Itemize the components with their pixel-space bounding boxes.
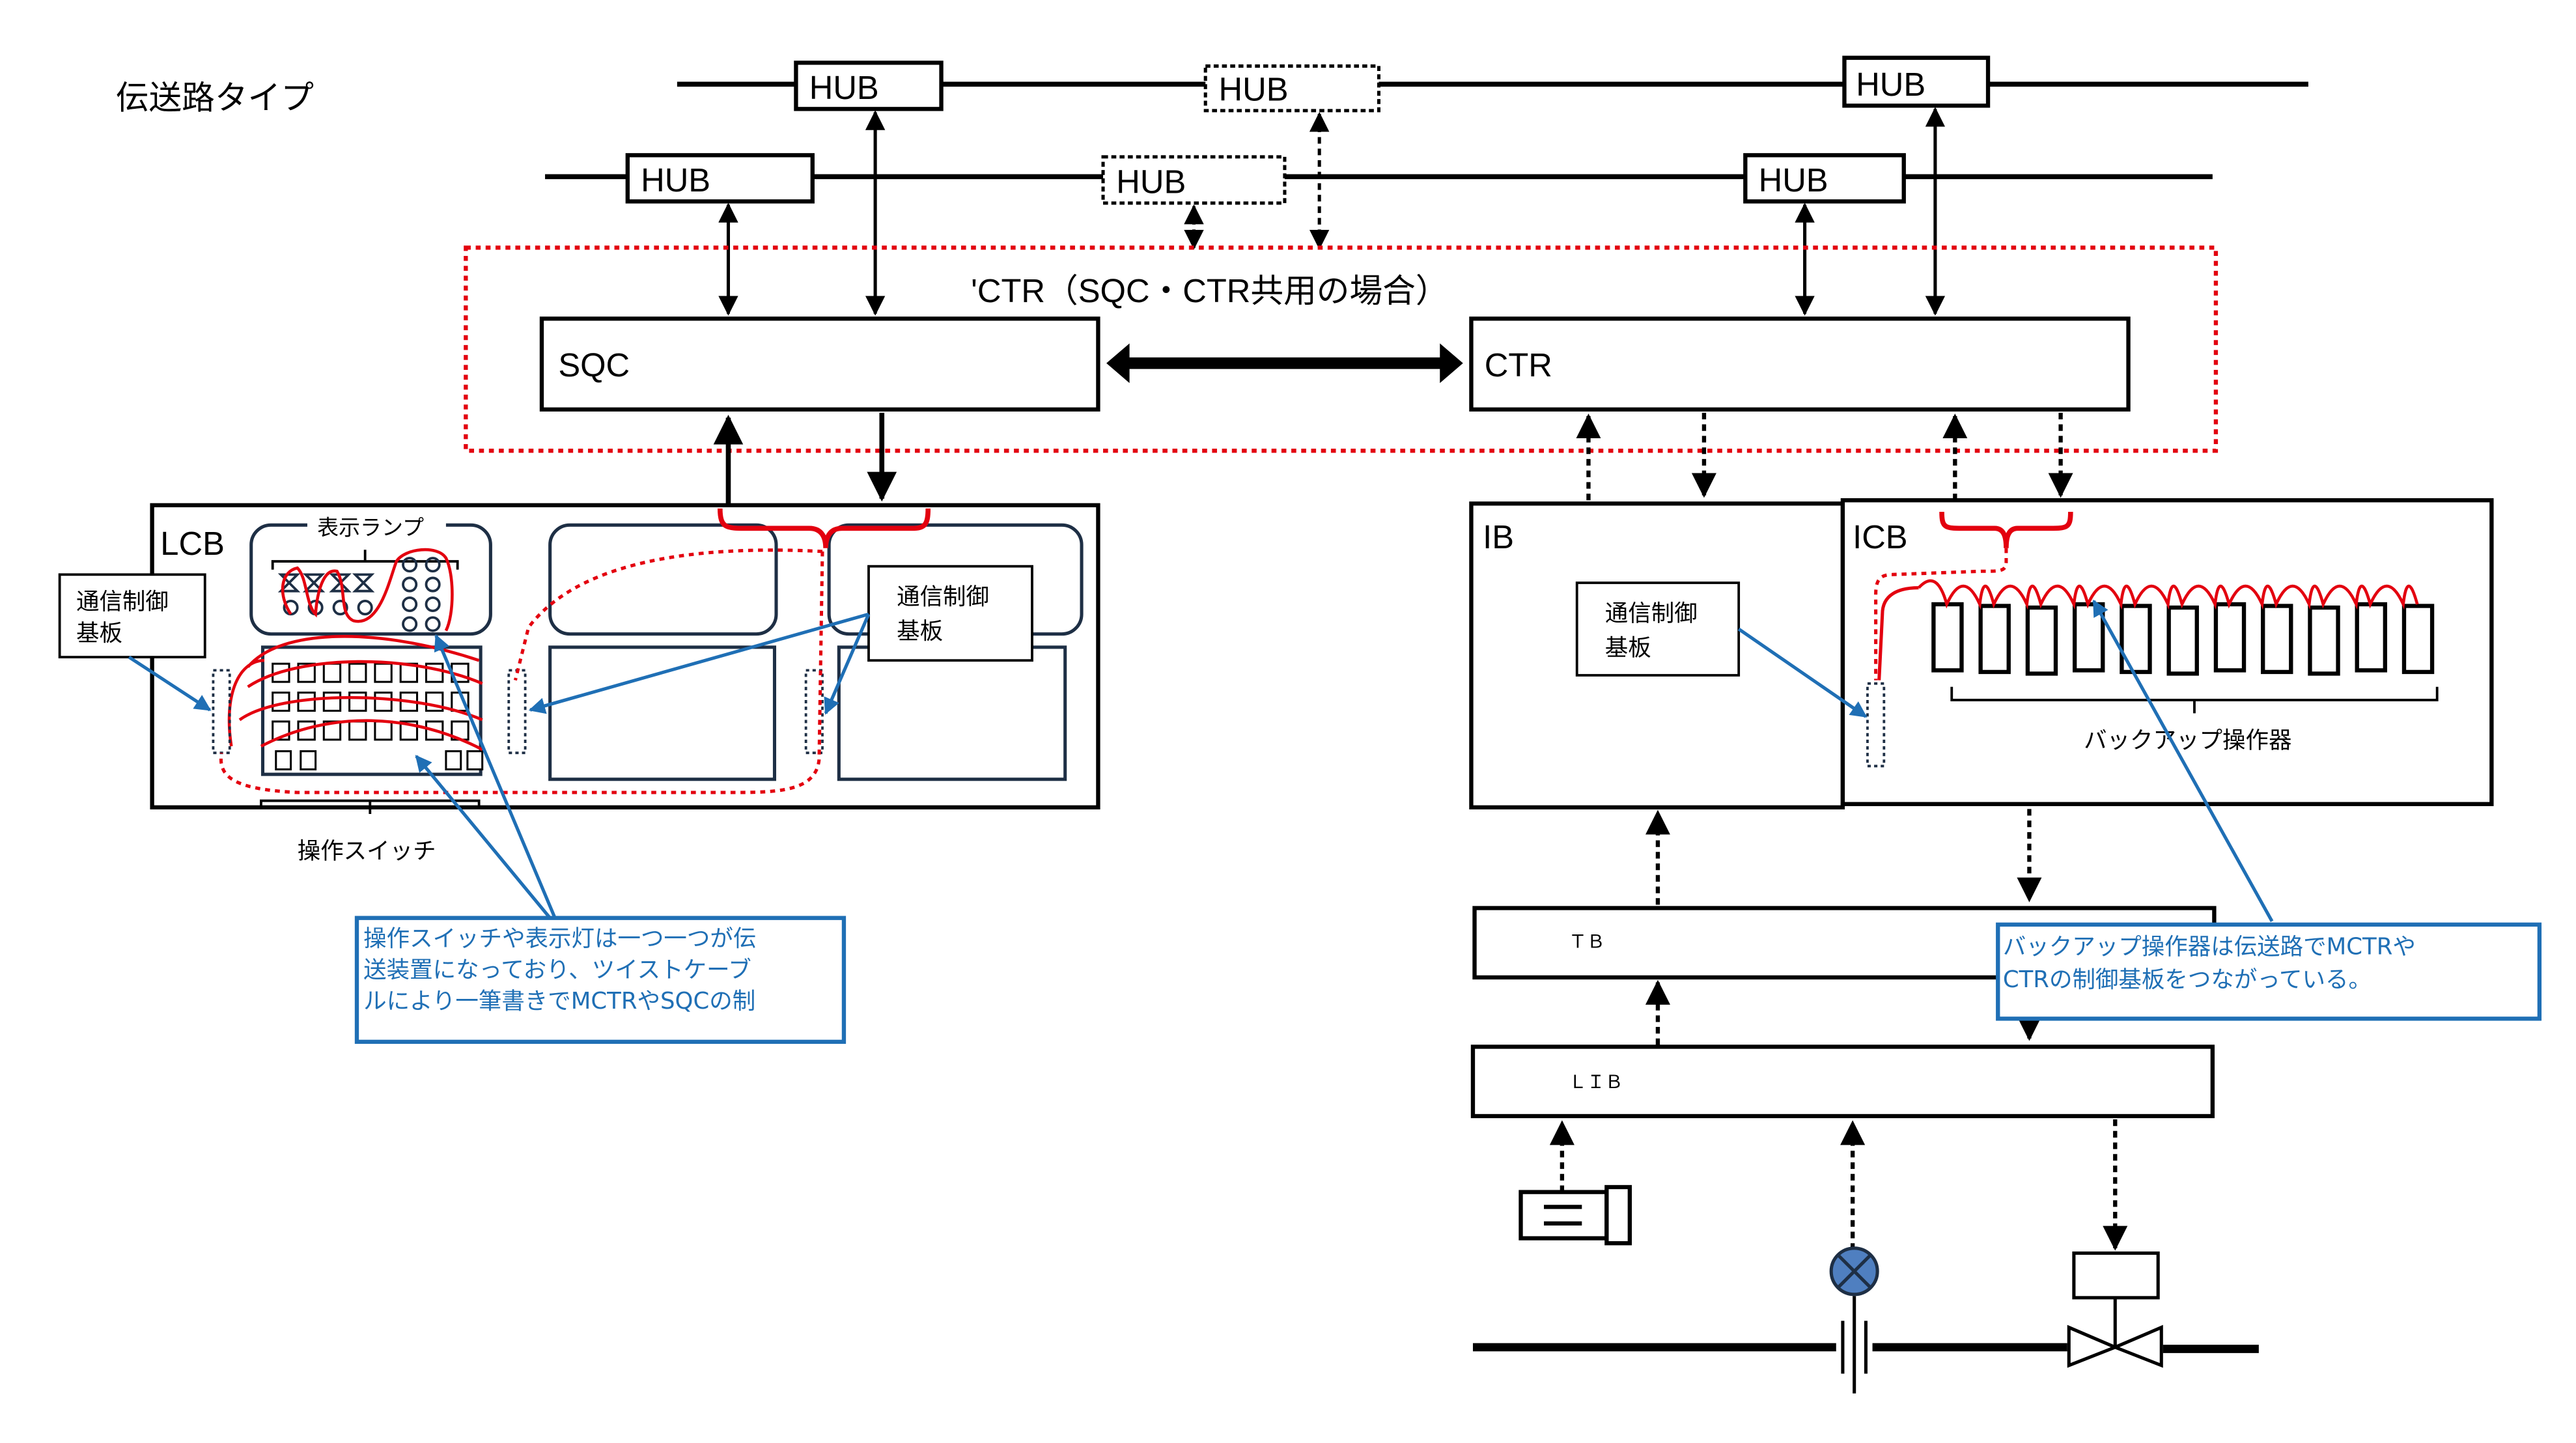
lcb-comm-board-left: 通信制御 基板: [58, 573, 206, 659]
hub-label: HUB: [641, 161, 710, 199]
process-pipe: [1472, 1343, 2259, 1353]
lcb-callout-arrows: [128, 612, 871, 919]
backup-operator: [2261, 604, 2293, 675]
comm-board-text: 通信制御: [76, 589, 169, 615]
icb-connector: [1866, 682, 1886, 768]
comm-board-text: 基板: [1605, 635, 1651, 662]
lib-panel: ＬＩＢ: [1470, 1044, 2215, 1119]
hub-label: HUB: [1219, 71, 1289, 108]
hub-upper-right: HUB: [1842, 55, 1991, 108]
ctr-controller: CTR: [1469, 316, 2131, 412]
backup-operator: [1978, 604, 2011, 675]
icb-label: ICB: [1853, 518, 1907, 555]
lib-field-links: [1549, 1119, 2128, 1251]
flow-sensor-icon: [1829, 1246, 1879, 1394]
operation-switch: [374, 720, 393, 741]
hub-label: HUB: [809, 69, 879, 106]
callout-right-line: CTRの制御基板をつながっている。: [2003, 966, 2372, 993]
diagram-title: 伝送路タイプ: [116, 78, 314, 117]
ctr-ib-icb-links: [1576, 412, 2073, 501]
sqc-controller: SQC: [539, 316, 1100, 412]
hub-upper-mid: HUB: [1203, 64, 1380, 113]
ctr-label: CTR: [1485, 346, 1552, 384]
icb-callout-arrows: [1737, 599, 2274, 923]
ib-panel: IB 通信制御 基板: [1469, 501, 1845, 810]
operation-switch: [300, 750, 317, 771]
backup-operator: [2401, 604, 2435, 675]
sqc-label: SQC: [558, 346, 630, 384]
ib-label: IB: [1483, 518, 1514, 555]
switches-label: 操作スイッチ: [298, 837, 436, 864]
comm-board-text: 基板: [897, 618, 943, 645]
callout-right-line: バックアップ操作器は伝送路でMCTRや: [2003, 934, 2416, 960]
operation-switch: [374, 662, 393, 683]
icb-tb-links: [1645, 809, 2042, 1045]
hub-upper-left: HUB: [794, 61, 944, 111]
lcb-comm-board-right: 通信制御 基板: [867, 565, 1033, 662]
tb-label: ＴＢ: [1569, 931, 1605, 952]
operation-switch: [275, 750, 292, 771]
hub-lower-mid: HUB: [1101, 155, 1287, 205]
operation-switch: [348, 720, 367, 741]
callout-right: バックアップ操作器は伝送路でMCTRや CTRの制御基板をつながっている。: [1996, 922, 2542, 1021]
lcb-label: LCB: [160, 525, 225, 562]
motor-icon: [1519, 1184, 1632, 1246]
switch-panel: [260, 645, 483, 776]
backup-operator: [2355, 602, 2387, 673]
operation-switch: [272, 692, 290, 712]
backup-operator: [1931, 602, 1964, 673]
backup-twist-cable: [1917, 579, 2419, 610]
icb-panel: ICB バックアップ操作器: [1840, 498, 2494, 806]
comm-board-text: 基板: [76, 620, 122, 647]
connector-3: [804, 669, 824, 755]
operation-switch: [297, 692, 316, 712]
callout-left: 操作スイッチや表示灯は一つ一つが伝 送装置になっており、ツイストケーブ ルにより…: [354, 916, 847, 1044]
operation-switch: [445, 750, 462, 771]
shared-ctr-label: 'CTR（SQC・CTR共用の場合）: [971, 272, 1448, 309]
operation-switch: [348, 692, 367, 712]
hub-lower-left: HUB: [625, 153, 815, 204]
backup-operator: [2213, 602, 2247, 673]
lcb-lower-panel-2: [548, 645, 777, 781]
lib-label: ＬＩＢ: [1569, 1071, 1623, 1093]
backup-operators: [1917, 579, 2435, 676]
operation-switch: [322, 692, 342, 712]
backup-operator: [2308, 605, 2340, 676]
lcb-upper-panel-2: [548, 523, 778, 636]
lamps-label: 表示ランプ: [317, 514, 424, 540]
control-valve-icon: [2067, 1251, 2163, 1368]
sqc-ctr-link: [1106, 343, 1463, 384]
sqc-lcb-links: [713, 412, 897, 504]
hub-label: HUB: [1759, 161, 1828, 199]
callout-left-line: 送装置になっており、ツイストケーブ: [363, 957, 751, 983]
hub-label: HUB: [1856, 66, 1925, 103]
callout-left-line: 操作スイッチや表示灯は一つ一つが伝: [363, 925, 756, 952]
comm-board-text: 通信制御: [897, 583, 989, 610]
hub-lower-right: HUB: [1743, 153, 1906, 204]
backup-operator: [2072, 602, 2105, 673]
callout-left-line: ルにより一筆書きでMCTRやSQCの制: [363, 988, 755, 1015]
backup-operator: [2025, 605, 2058, 676]
hub-label: HUB: [1116, 163, 1186, 201]
comm-board-text: 通信制御: [1605, 600, 1698, 626]
backup-operator: [2166, 605, 2199, 676]
operation-switch: [348, 662, 367, 683]
backup-label: バックアップ操作器: [2084, 727, 2291, 754]
hub-links: [718, 107, 1946, 316]
operation-switch: [466, 750, 484, 771]
shared-ctr-boundary: [464, 245, 2219, 453]
operation-switch: [322, 662, 342, 683]
operation-switch: [374, 692, 393, 712]
